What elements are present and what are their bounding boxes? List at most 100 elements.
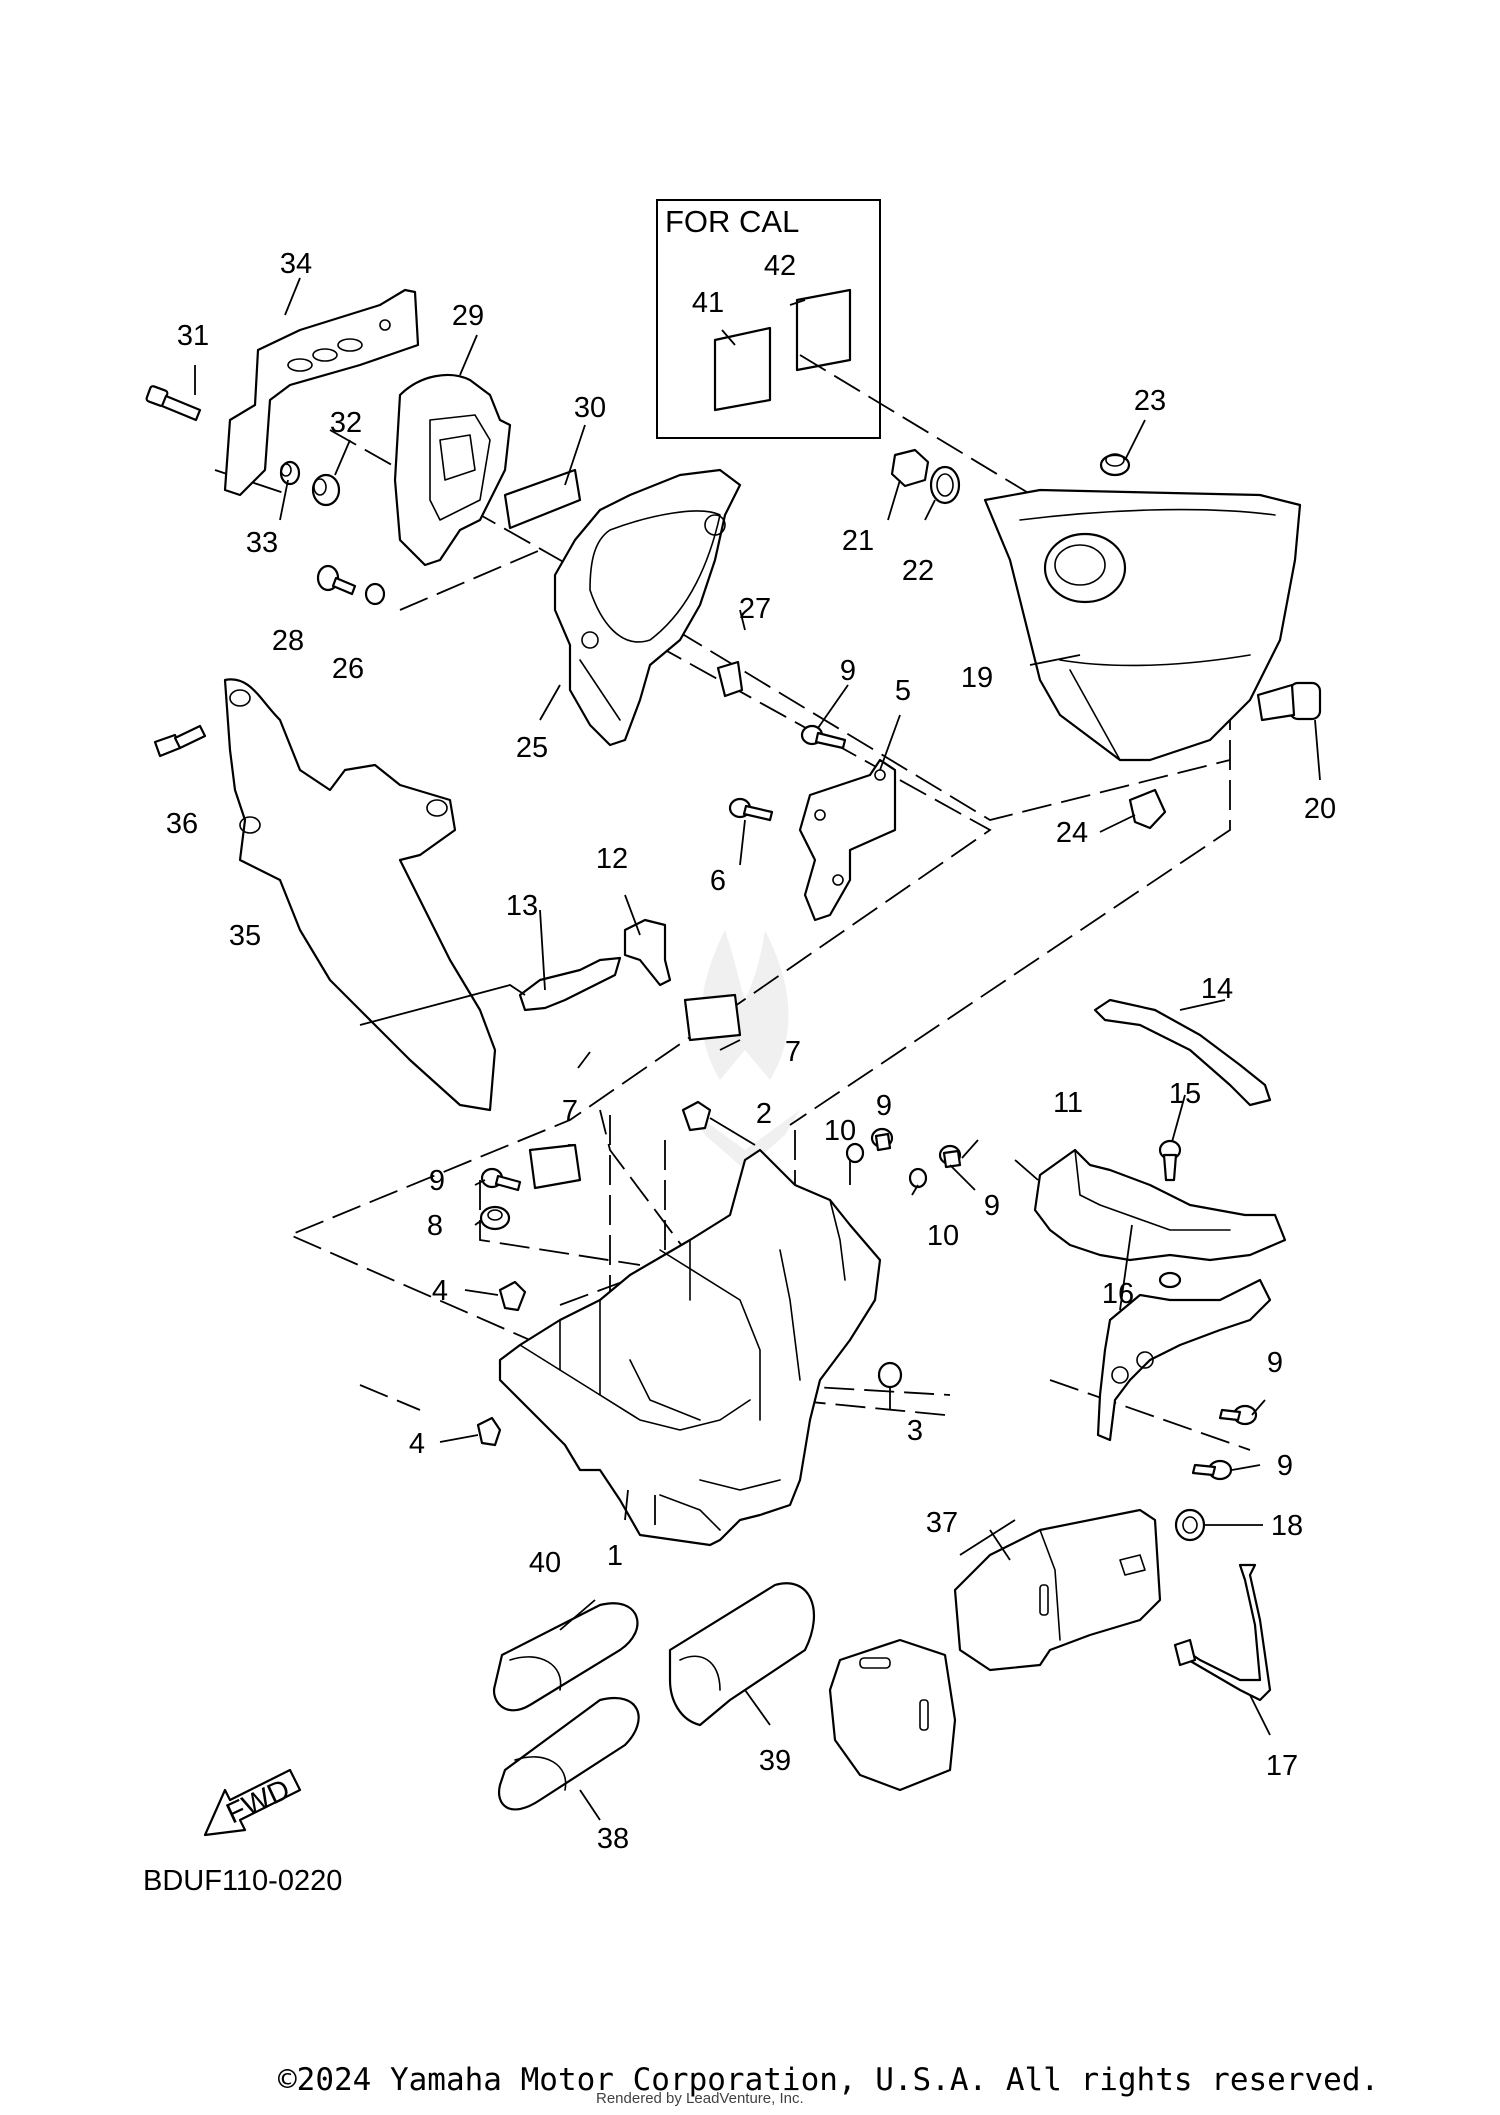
- callout-27: 27: [739, 593, 771, 625]
- part-9-bolt-bottom-right: [1191, 1459, 1233, 1481]
- part-16-bracket: [1096, 1278, 1272, 1442]
- callout-9-bottom-right: 9: [1277, 1450, 1293, 1482]
- callout-4-lower: 4: [409, 1428, 425, 1460]
- callout-11: 11: [1053, 1087, 1083, 1119]
- part-29-cover: [393, 373, 512, 567]
- callout-31: 31: [177, 320, 209, 352]
- part-17-band: [1173, 1563, 1272, 1702]
- part-4-clip-lower: [476, 1416, 502, 1447]
- part-9-bolt-lower-right: [1218, 1404, 1258, 1426]
- part-1-battery-box: [498, 1148, 882, 1547]
- callout-30: 30: [574, 392, 606, 424]
- part-28-bolt: [316, 564, 357, 596]
- callout-9-upper: 9: [840, 655, 856, 687]
- fwd-label: FWD: [222, 1773, 295, 1830]
- part-8-collar: [479, 1205, 511, 1231]
- part-40-foam: [492, 1602, 639, 1712]
- part-30-pad: [503, 468, 582, 530]
- part-32-grommet: [311, 473, 341, 507]
- part-38-foam: [497, 1697, 640, 1811]
- callout-40: 40: [529, 1547, 561, 1579]
- for-cal-label: FOR CAL: [665, 204, 799, 239]
- callout-7-upper: 7: [785, 1036, 801, 1068]
- part-12-holder: [623, 918, 672, 987]
- part-23-grommet: [1099, 453, 1131, 477]
- part-10-washer-lower: [908, 1167, 928, 1189]
- callout-42: 42: [764, 250, 796, 282]
- rendered-by-watermark: Rendered by LeadVenture, Inc.: [596, 2090, 804, 2107]
- callout-9-mid: 9: [876, 1090, 892, 1122]
- part-9-bolt-mid-right2: [938, 1144, 962, 1169]
- part-4-clip-upper: [498, 1280, 527, 1312]
- part-33-collar: [279, 460, 301, 486]
- callout-12: 12: [596, 843, 628, 875]
- callout-33: 33: [246, 527, 278, 559]
- callout-9-mid-right: 9: [984, 1190, 1000, 1222]
- callout-labels: 1 2 3 4 4 5 6 7 7 8 9 9 9 9 9 9 10 10 11…: [166, 248, 1336, 1855]
- callout-26: 26: [332, 653, 364, 685]
- callout-16: 16: [1102, 1278, 1134, 1310]
- callout-10-upper: 10: [824, 1115, 856, 1147]
- callout-28: 28: [272, 625, 304, 657]
- callout-13: 13: [506, 890, 538, 922]
- diagram-code: BDUF110-0220: [143, 1865, 343, 1897]
- label-42: [795, 288, 852, 372]
- part-3-grommet: [877, 1361, 903, 1389]
- part-2-clip: [681, 1100, 712, 1132]
- callout-39: 39: [759, 1745, 791, 1777]
- label-41: [713, 326, 772, 412]
- watermark-logo: [690, 930, 800, 1170]
- part-26-nut: [364, 582, 386, 606]
- callout-14: 14: [1201, 973, 1233, 1005]
- part-37-cover: [828, 1508, 1162, 1792]
- part-15-pin: [1158, 1139, 1182, 1182]
- part-27-clip: [716, 660, 744, 698]
- part-7-pad-left: [528, 1143, 582, 1190]
- callout-1: 1: [607, 1540, 623, 1572]
- part-34-bracket: [223, 288, 420, 497]
- callout-5: 5: [895, 675, 911, 707]
- part-9-bolt-left: [480, 1167, 522, 1192]
- part-25-cover: [553, 468, 742, 747]
- part-19-side-cover: [983, 488, 1302, 762]
- callout-2: 2: [756, 1098, 772, 1130]
- part-6-bolt: [728, 797, 774, 822]
- part-36-pin: [153, 724, 207, 758]
- callout-21: 21: [842, 525, 874, 557]
- callout-22: 22: [902, 555, 934, 587]
- part-20-lock: [1256, 681, 1322, 722]
- callout-15: 15: [1169, 1078, 1201, 1110]
- part-11-holder: [1033, 1148, 1287, 1262]
- part-7-pad-upper: [683, 993, 742, 1042]
- callout-18: 18: [1271, 1510, 1303, 1542]
- part-35-plate: [223, 678, 497, 1112]
- callout-9-lower-right: 9: [1267, 1347, 1283, 1379]
- fwd-arrow: FWD: [203, 1768, 302, 1837]
- part-13-band: [518, 956, 622, 1012]
- callout-19: 19: [961, 662, 993, 694]
- callout-35: 35: [229, 920, 261, 952]
- callout-7-left: 7: [562, 1095, 578, 1127]
- callout-32: 32: [330, 407, 362, 439]
- callout-34: 34: [280, 248, 312, 280]
- callout-24: 24: [1056, 817, 1088, 849]
- callout-4-upper: 4: [432, 1275, 448, 1307]
- part-18-grommet: [1174, 1508, 1206, 1542]
- callout-6: 6: [710, 865, 726, 897]
- part-9-bolt-upper: [800, 724, 847, 750]
- callout-8: 8: [427, 1210, 443, 1242]
- part-24-clip: [1128, 788, 1167, 830]
- part-10-washer-upper: [845, 1142, 865, 1164]
- part-14-bracket: [1093, 998, 1272, 1107]
- part-31-bolt: [145, 385, 202, 422]
- for-cal-box: [656, 199, 881, 439]
- callout-3: 3: [907, 1415, 923, 1447]
- callout-17: 17: [1266, 1750, 1298, 1782]
- callout-38: 38: [597, 1823, 629, 1855]
- callout-20: 20: [1304, 793, 1336, 825]
- leader-lines: [194, 277, 1321, 1821]
- copyright-notice: ©2024 Yamaha Motor Corporation, U.S.A. A…: [278, 2062, 1380, 2098]
- callout-23: 23: [1134, 385, 1166, 417]
